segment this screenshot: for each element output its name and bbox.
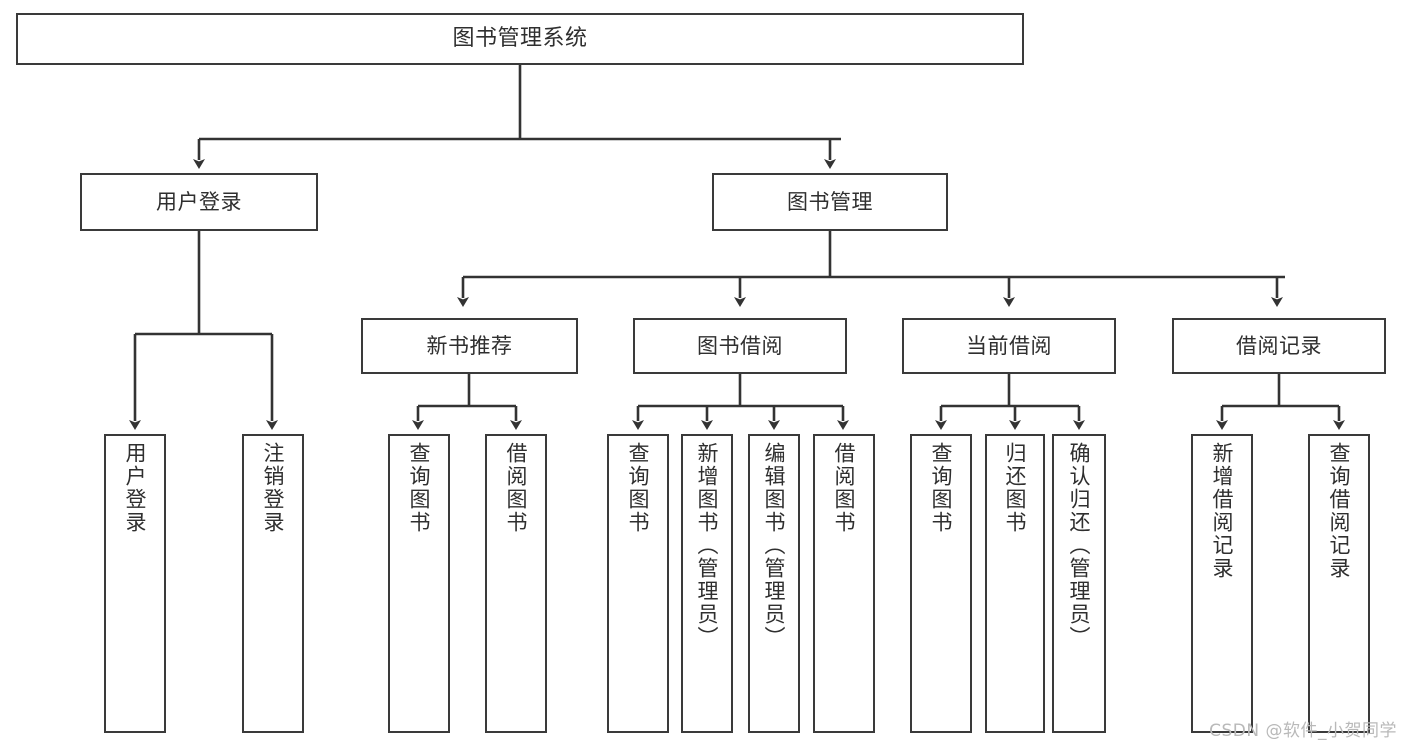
node-leaf-query-record[interactable]: 查询借阅记录	[1308, 434, 1370, 733]
node-leaf-borrow-book-b-label: 借阅图书	[832, 442, 857, 534]
node-leaf-query-book-a-label: 查询图书	[407, 442, 432, 534]
node-book-borrow[interactable]: 图书借阅	[633, 318, 847, 374]
node-book-manage-label: 图书管理	[787, 189, 873, 214]
node-borrow-record-label: 借阅记录	[1236, 333, 1322, 358]
node-root[interactable]: 图书管理系统	[16, 13, 1024, 65]
node-leaf-confirm-return-label: 确认归还（管理员）	[1067, 442, 1092, 649]
node-leaf-add-book[interactable]: 新增图书（管理员）	[681, 434, 733, 733]
node-leaf-add-book-label: 新增图书（管理员）	[695, 442, 720, 649]
node-book-manage[interactable]: 图书管理	[712, 173, 948, 231]
node-leaf-return-book-label: 归还图书	[1003, 442, 1028, 534]
node-leaf-user-login[interactable]: 用户登录	[104, 434, 166, 733]
node-leaf-edit-book-label: 编辑图书（管理员）	[762, 442, 787, 649]
node-leaf-query-book-c-label: 查询图书	[929, 442, 954, 534]
node-leaf-query-book-a[interactable]: 查询图书	[388, 434, 450, 733]
node-leaf-edit-book[interactable]: 编辑图书（管理员）	[748, 434, 800, 733]
node-leaf-query-book-b-label: 查询图书	[626, 442, 651, 534]
node-current-borrow-label: 当前借阅	[966, 333, 1052, 358]
csdn-watermark: CSDN @软件_小贺同学	[1209, 721, 1397, 741]
node-new-book-rec-label: 新书推荐	[426, 333, 513, 358]
node-leaf-query-book-b[interactable]: 查询图书	[607, 434, 669, 733]
node-leaf-query-book-c[interactable]: 查询图书	[910, 434, 972, 733]
node-new-book-rec[interactable]: 新书推荐	[361, 318, 578, 374]
node-borrow-record[interactable]: 借阅记录	[1172, 318, 1386, 374]
node-leaf-borrow-book-b[interactable]: 借阅图书	[813, 434, 875, 733]
node-leaf-logout-label: 注销登录	[261, 442, 286, 534]
node-leaf-add-record[interactable]: 新增借阅记录	[1191, 434, 1253, 733]
node-leaf-add-record-label: 新增借阅记录	[1210, 442, 1235, 580]
node-leaf-confirm-return[interactable]: 确认归还（管理员）	[1052, 434, 1106, 733]
node-book-borrow-label: 图书借阅	[697, 333, 783, 358]
node-leaf-query-record-label: 查询借阅记录	[1327, 442, 1352, 580]
node-root-label: 图书管理系统	[452, 26, 588, 52]
node-leaf-user-login-label: 用户登录	[123, 442, 148, 534]
node-leaf-logout[interactable]: 注销登录	[242, 434, 304, 733]
node-user-login[interactable]: 用户登录	[80, 173, 318, 231]
node-leaf-borrow-book-a-label: 借阅图书	[504, 442, 529, 534]
node-user-login-label: 用户登录	[156, 189, 242, 214]
node-leaf-return-book[interactable]: 归还图书	[985, 434, 1045, 733]
node-leaf-borrow-book-a[interactable]: 借阅图书	[485, 434, 547, 733]
node-current-borrow[interactable]: 当前借阅	[902, 318, 1116, 374]
